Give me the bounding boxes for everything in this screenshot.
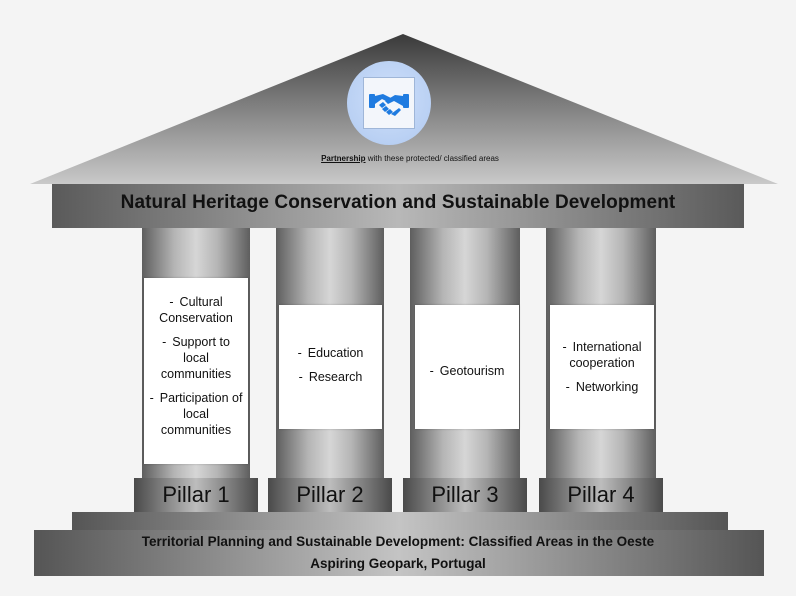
plinth-2 <box>268 478 392 512</box>
plinth-4 <box>539 478 663 512</box>
partnership-rest: with these protected/ classified areas <box>365 154 499 163</box>
pillar-1-item: -Participation of local communities <box>149 391 243 437</box>
handshake-icon <box>369 94 409 116</box>
entablature-band <box>52 184 744 228</box>
pillar-1-item: -Cultural Conservation <box>159 295 233 325</box>
top-step <box>72 512 728 530</box>
plinth-1 <box>134 478 258 512</box>
pillar-2-item: -Education <box>297 346 364 360</box>
partnership-caption: Partnership with these protected/ classi… <box>260 154 560 163</box>
base-caption-line-1: Territorial Planning and Sustainable Dev… <box>141 534 655 549</box>
partnership-strong: Partnership <box>321 154 366 163</box>
base-caption: Territorial Planning and Sustainable Dev… <box>40 531 756 575</box>
pillar-2-item: -Research <box>298 370 363 384</box>
pillar-2-panel: -Education -Research <box>279 305 382 429</box>
pillar-4-panel: -International cooperation -Networking <box>550 305 654 429</box>
pillar-3-label: Pillar 3 <box>431 482 499 507</box>
pillar-3-item: -Geotourism <box>429 364 505 378</box>
pillar-3-panel: -Geotourism <box>415 305 519 429</box>
pillar-1-label: Pillar 1 <box>162 482 230 507</box>
pillar-4-item: -Networking <box>565 380 639 394</box>
pillar-2-label: Pillar 2 <box>296 482 364 507</box>
pillar-4-label: Pillar 4 <box>567 482 635 507</box>
base-step <box>34 530 764 576</box>
base-caption-line-2: Aspiring Geopark, Portugal <box>310 556 486 571</box>
emblem-frame <box>363 77 415 129</box>
pillar-4-item: -International cooperation <box>562 340 642 370</box>
pillar-1-panel: -Cultural Conservation -Support to local… <box>144 278 248 464</box>
pillar-1-item: -Support to local communities <box>160 335 232 381</box>
banner-title: Natural Heritage Conservation and Sustai… <box>120 192 676 213</box>
plinth-3 <box>403 478 527 512</box>
partnership-emblem <box>347 61 431 145</box>
